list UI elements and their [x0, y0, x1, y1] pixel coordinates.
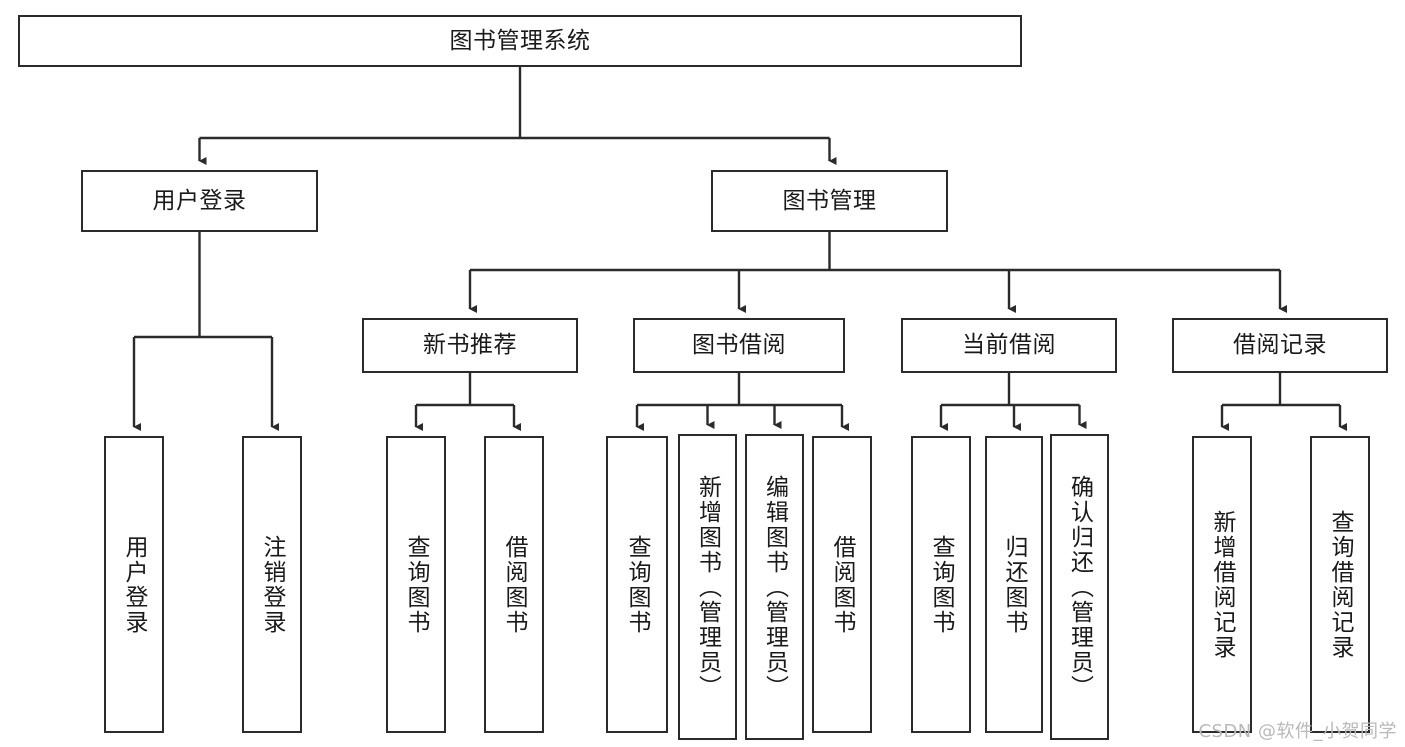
node-l_ret[interactable]: 归还图书: [985, 436, 1043, 733]
node-label: 查询图书: [403, 534, 430, 635]
node-label: 用户登录: [121, 534, 148, 635]
node-l_addrec[interactable]: 新增借阅记录: [1192, 436, 1252, 733]
csdn-watermark: CSDN @软件_小贺同学: [1198, 721, 1397, 742]
node-l_confirm[interactable]: 确认归还（管理员）: [1050, 434, 1109, 740]
node-newrec[interactable]: 新书推荐: [362, 318, 578, 373]
node-l_edit[interactable]: 编辑图书（管理员）: [745, 434, 804, 740]
node-label: 借阅记录: [1233, 332, 1327, 359]
node-label: 借阅图书: [829, 534, 856, 635]
node-login[interactable]: 用户登录: [81, 170, 318, 232]
node-label: 当前借阅: [962, 332, 1056, 359]
node-label: 新书推荐: [423, 332, 517, 359]
node-label: 用户登录: [152, 187, 247, 214]
node-l_b1[interactable]: 借阅图书: [484, 436, 544, 733]
node-l_q3[interactable]: 查询图书: [911, 436, 971, 733]
node-label: 查询图书: [624, 534, 651, 635]
node-label: 查询借阅记录: [1327, 509, 1354, 660]
node-l_q1[interactable]: 查询图书: [386, 436, 446, 733]
node-l_logout[interactable]: 注销登录: [242, 436, 302, 733]
node-l_q2[interactable]: 查询图书: [606, 436, 668, 733]
node-label: 图书管理: [782, 187, 877, 214]
node-label: 确认归还（管理员）: [1066, 474, 1093, 700]
node-l_login[interactable]: 用户登录: [104, 436, 164, 733]
node-label: 编辑图书（管理员）: [761, 474, 788, 700]
node-borrow[interactable]: 图书借阅: [633, 318, 845, 373]
node-label: 归还图书: [1001, 534, 1028, 635]
node-l_add[interactable]: 新增图书（管理员）: [678, 434, 737, 740]
node-label: 图书借阅: [692, 332, 786, 359]
node-label: 新增图书（管理员）: [694, 474, 721, 700]
node-bookmgmt[interactable]: 图书管理: [711, 170, 948, 232]
node-root[interactable]: 图书管理系统: [18, 15, 1022, 67]
node-l_qrec[interactable]: 查询借阅记录: [1310, 436, 1370, 733]
node-l_b2[interactable]: 借阅图书: [812, 436, 872, 733]
node-label: 查询图书: [928, 534, 955, 635]
node-label: 注销登录: [259, 534, 286, 635]
node-current[interactable]: 当前借阅: [901, 318, 1117, 373]
node-label: 新增借阅记录: [1209, 509, 1236, 660]
node-label: 图书管理系统: [449, 27, 591, 54]
node-label: 借阅图书: [501, 534, 528, 635]
node-records[interactable]: 借阅记录: [1172, 318, 1388, 373]
